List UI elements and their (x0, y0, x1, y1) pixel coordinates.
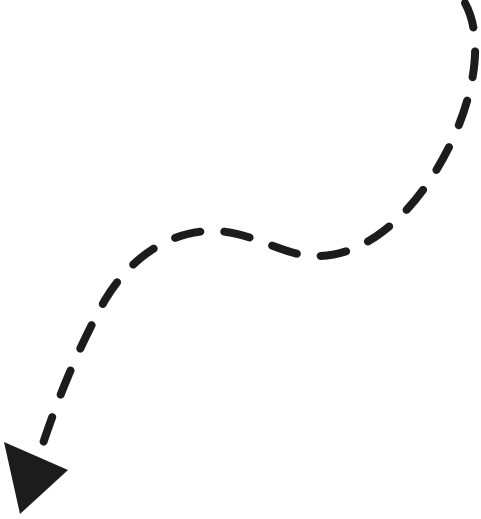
arrow-head-icon (4, 442, 68, 514)
arrow-dashed-path (31, 0, 480, 472)
